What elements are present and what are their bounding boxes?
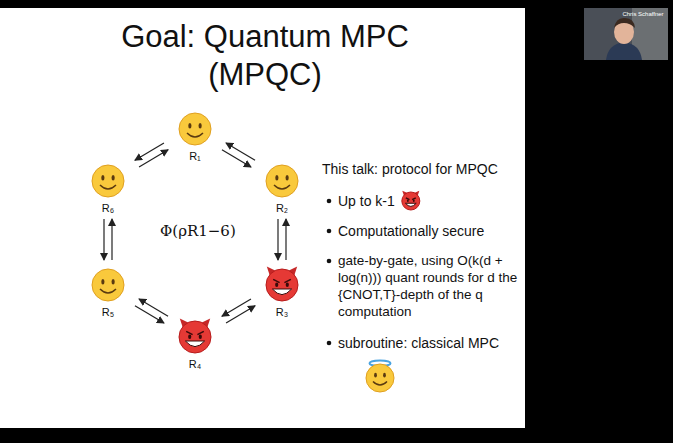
intro-text: This talk: protocol for MPQC: [322, 160, 522, 178]
smile-face: [92, 269, 124, 301]
devil-face: [179, 319, 211, 353]
party-face: [262, 160, 302, 200]
party-node: R₆: [83, 160, 133, 215]
bullet-text: Computationally secure: [338, 222, 518, 240]
smile-face: [266, 165, 298, 197]
message-arrow: [226, 306, 255, 323]
message-arrow: [139, 299, 168, 316]
message-arrow: [222, 150, 251, 167]
bullet-dot: [327, 229, 332, 234]
bullet-text: Up to k-1: [338, 192, 418, 210]
slide-title: Goal: Quantum MPC (MPQC): [120, 18, 410, 94]
message-arrow: [285, 219, 286, 260]
smile-face: [179, 113, 211, 145]
party-node: R₄: [170, 316, 220, 371]
party-node: R₁: [170, 108, 220, 163]
party-label: R₁: [189, 150, 201, 163]
bullet-dot: [327, 341, 332, 346]
party-node: R₅: [83, 264, 133, 319]
party-face: [175, 108, 215, 148]
message-arrow: [139, 150, 168, 167]
party-face: [175, 316, 215, 356]
party-label: R₃: [276, 306, 288, 319]
party-label: R₂: [276, 202, 288, 215]
message-arrow: [135, 143, 164, 160]
bullet-dot: [327, 259, 332, 264]
message-arrow: [111, 219, 112, 260]
message-arrow: [226, 143, 255, 160]
party-label: R₆: [102, 202, 114, 215]
participant-name: Chris Schaffner: [620, 10, 666, 18]
halo-face: [366, 361, 394, 393]
party-label: R₅: [102, 306, 114, 319]
bullet-dot: [327, 199, 332, 204]
message-arrow: [135, 306, 164, 323]
party-node: R₃: [257, 264, 307, 319]
devil-face: [402, 191, 420, 210]
message-arrow: [103, 219, 104, 260]
message-arrow: [222, 299, 251, 316]
devil-face: [266, 267, 298, 301]
smile-face: [92, 165, 124, 197]
party-face: [262, 264, 302, 304]
party-node: R₂: [257, 160, 307, 215]
bullet-text: subroutine: classical MPC: [338, 334, 518, 352]
formula: Φ(ρR1−6): [160, 222, 232, 241]
party-face: [88, 264, 128, 304]
bullet-text: gate-by-gate, using O(k(d + log(n))) qua…: [338, 252, 518, 320]
party-label: R₄: [189, 358, 201, 371]
party-face: [88, 160, 128, 200]
message-arrow: [277, 219, 278, 260]
